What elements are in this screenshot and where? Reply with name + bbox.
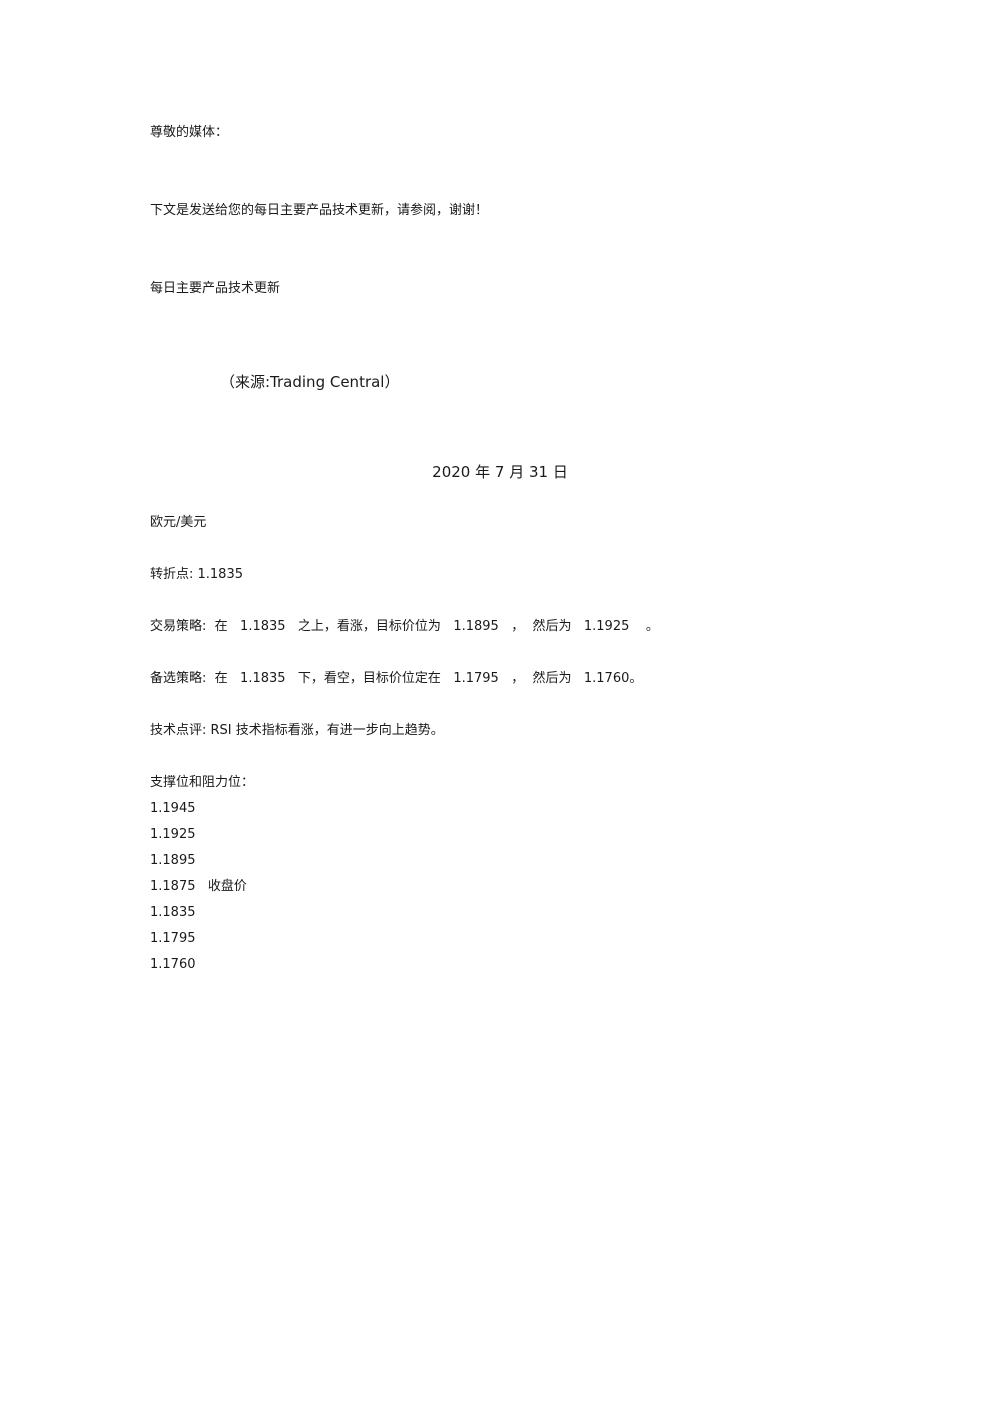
pivot-point: 转折点: 1.1835	[150, 567, 243, 582]
technical-comment: 技术点评: RSI 技术指标看涨，有进一步向上趋势。	[150, 723, 444, 738]
report-heading: 每日主要产品技术更新	[150, 281, 281, 296]
level-item-close: 1.1875 收盘价	[150, 879, 247, 894]
report-date: 2020 年 7 月 31 日	[432, 463, 568, 481]
trading-strategy: 交易策略: 在 1.1835 之上，看涨，目标价位为 1.1895 ， 然后为 …	[150, 619, 659, 634]
level-item: 1.1895	[150, 853, 196, 868]
alternative-strategy: 备选策略: 在 1.1835 下，看空，目标价位定在 1.1795 ， 然后为 …	[150, 671, 643, 686]
levels-title: 支撑位和阻力位：	[150, 775, 255, 790]
source-line: （来源:Trading Central）	[220, 373, 400, 391]
levels-list: 1.1945 1.1925 1.1895 1.1875 收盘价 1.1835 1…	[150, 800, 247, 982]
greeting-text: 尊敬的媒体：	[150, 125, 229, 140]
level-item: 1.1945	[150, 801, 196, 816]
level-item: 1.1760	[150, 957, 196, 972]
intro-text: 下文是发送给您的每日主要产品技术更新，请参阅，谢谢！	[150, 203, 489, 218]
level-item: 1.1795	[150, 931, 196, 946]
level-item: 1.1835	[150, 905, 196, 920]
currency-pair: 欧元/美元	[150, 515, 207, 530]
level-item: 1.1925	[150, 827, 196, 842]
